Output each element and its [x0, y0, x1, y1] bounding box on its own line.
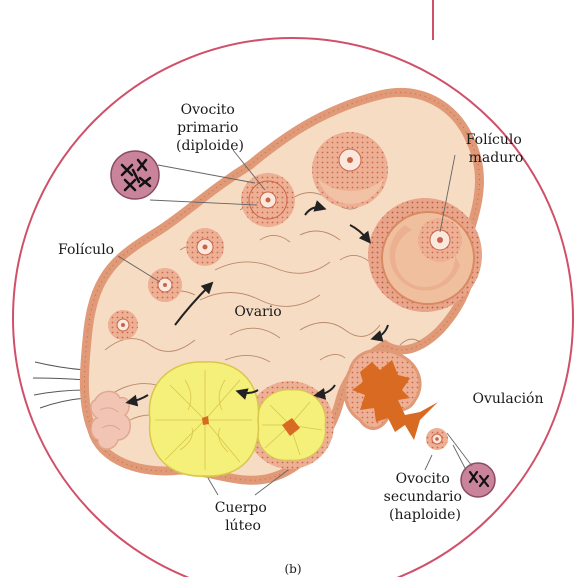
follicle-1: [108, 310, 138, 340]
label-foliculo: Folículo: [58, 242, 114, 258]
follicle-mature: [368, 198, 482, 312]
label-ovocito-primario: Ovocito primario (diploide): [176, 102, 244, 154]
label-ovocito-secundario: Ovocito secundario (haploide): [384, 471, 467, 523]
follicle-growing: [312, 132, 388, 208]
diploid-chromosome-cell: [111, 151, 159, 199]
follicle-primary: [241, 173, 295, 227]
follicle-3: [186, 228, 224, 266]
panel-label: (b): [284, 562, 301, 576]
secondary-oocyte: [426, 428, 448, 450]
corpus-luteum-1: [149, 362, 258, 476]
label-ovario: Ovario: [234, 304, 281, 320]
follicle-2: [148, 268, 182, 302]
label-ovulacion: Ovulación: [473, 391, 544, 407]
